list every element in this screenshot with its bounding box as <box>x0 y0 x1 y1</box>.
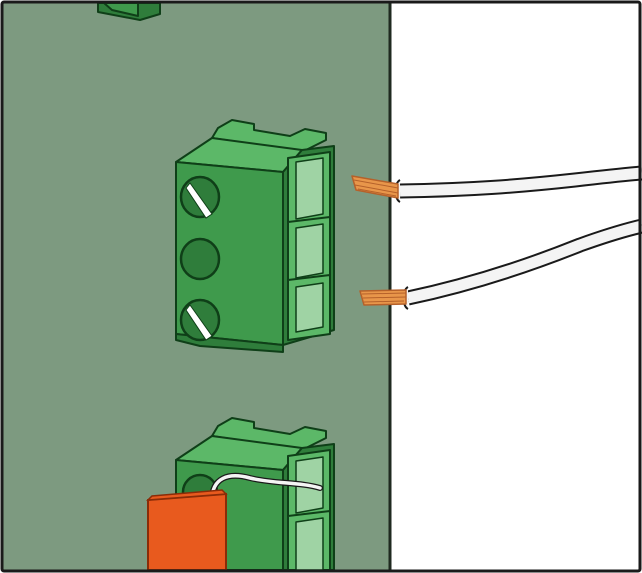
wire-entry-3 <box>287 274 331 341</box>
wire-entry-lower-2 <box>287 510 331 571</box>
wire-2 <box>359 218 642 310</box>
orange-tag <box>146 489 228 571</box>
terminal-block-main <box>175 119 335 353</box>
screw-hole-3 <box>179 298 221 342</box>
jumper-wire <box>209 472 323 503</box>
screw-hole-1 <box>179 175 221 219</box>
screw-hole-2 <box>179 237 221 281</box>
wire-entry-1 <box>287 151 331 229</box>
copper-strands-1 <box>351 175 399 199</box>
copper-strands-2 <box>359 289 407 306</box>
wire-entry-2 <box>287 216 331 287</box>
wire-1 <box>351 165 642 203</box>
